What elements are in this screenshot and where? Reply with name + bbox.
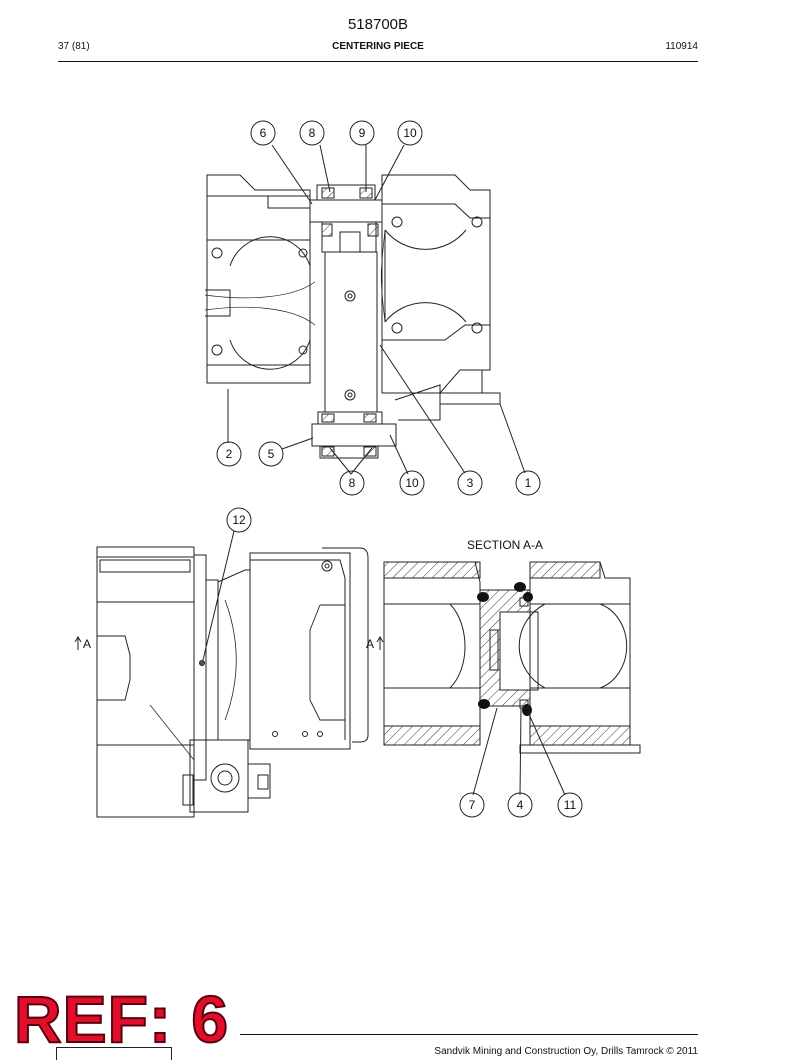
footer-rule xyxy=(240,1034,698,1035)
doc-code: 518700B xyxy=(347,16,409,33)
top-view: 6 8 9 10 2 5 8 10 3 1 xyxy=(204,120,541,496)
callout-8-lower: 8 xyxy=(349,476,356,490)
callout-10-lower: 10 xyxy=(405,476,419,490)
page-number: 37 (81) xyxy=(58,41,90,52)
page-title: CENTERING PIECE xyxy=(332,41,424,52)
callout-10: 10 xyxy=(403,126,417,140)
callout-12: 12 xyxy=(232,513,246,527)
date-code: 110914 xyxy=(665,41,698,52)
footer-logo xyxy=(56,1047,172,1060)
section-marker-left: A xyxy=(83,637,91,651)
callout-8: 8 xyxy=(309,126,316,140)
callout-11: 11 xyxy=(564,798,577,812)
callout-5: 5 xyxy=(268,447,275,461)
callout-7: 7 xyxy=(469,798,476,812)
reference-badge: REF: 6 xyxy=(13,982,230,1056)
footer-copyright: Sandvik Mining and Construction Oy, Dril… xyxy=(434,1046,698,1057)
section-title: SECTION A-A xyxy=(467,538,543,552)
callout-6: 6 xyxy=(260,126,267,140)
callout-4: 4 xyxy=(517,798,524,812)
section-marker-right: A xyxy=(366,637,374,651)
header-rule xyxy=(58,61,698,62)
side-view: A A 12 xyxy=(74,507,384,818)
callout-1: 1 xyxy=(525,476,532,490)
callout-2: 2 xyxy=(226,447,233,461)
callout-9: 9 xyxy=(359,126,366,140)
section-view: SECTION A-A xyxy=(383,538,641,818)
callout-3: 3 xyxy=(467,476,474,490)
